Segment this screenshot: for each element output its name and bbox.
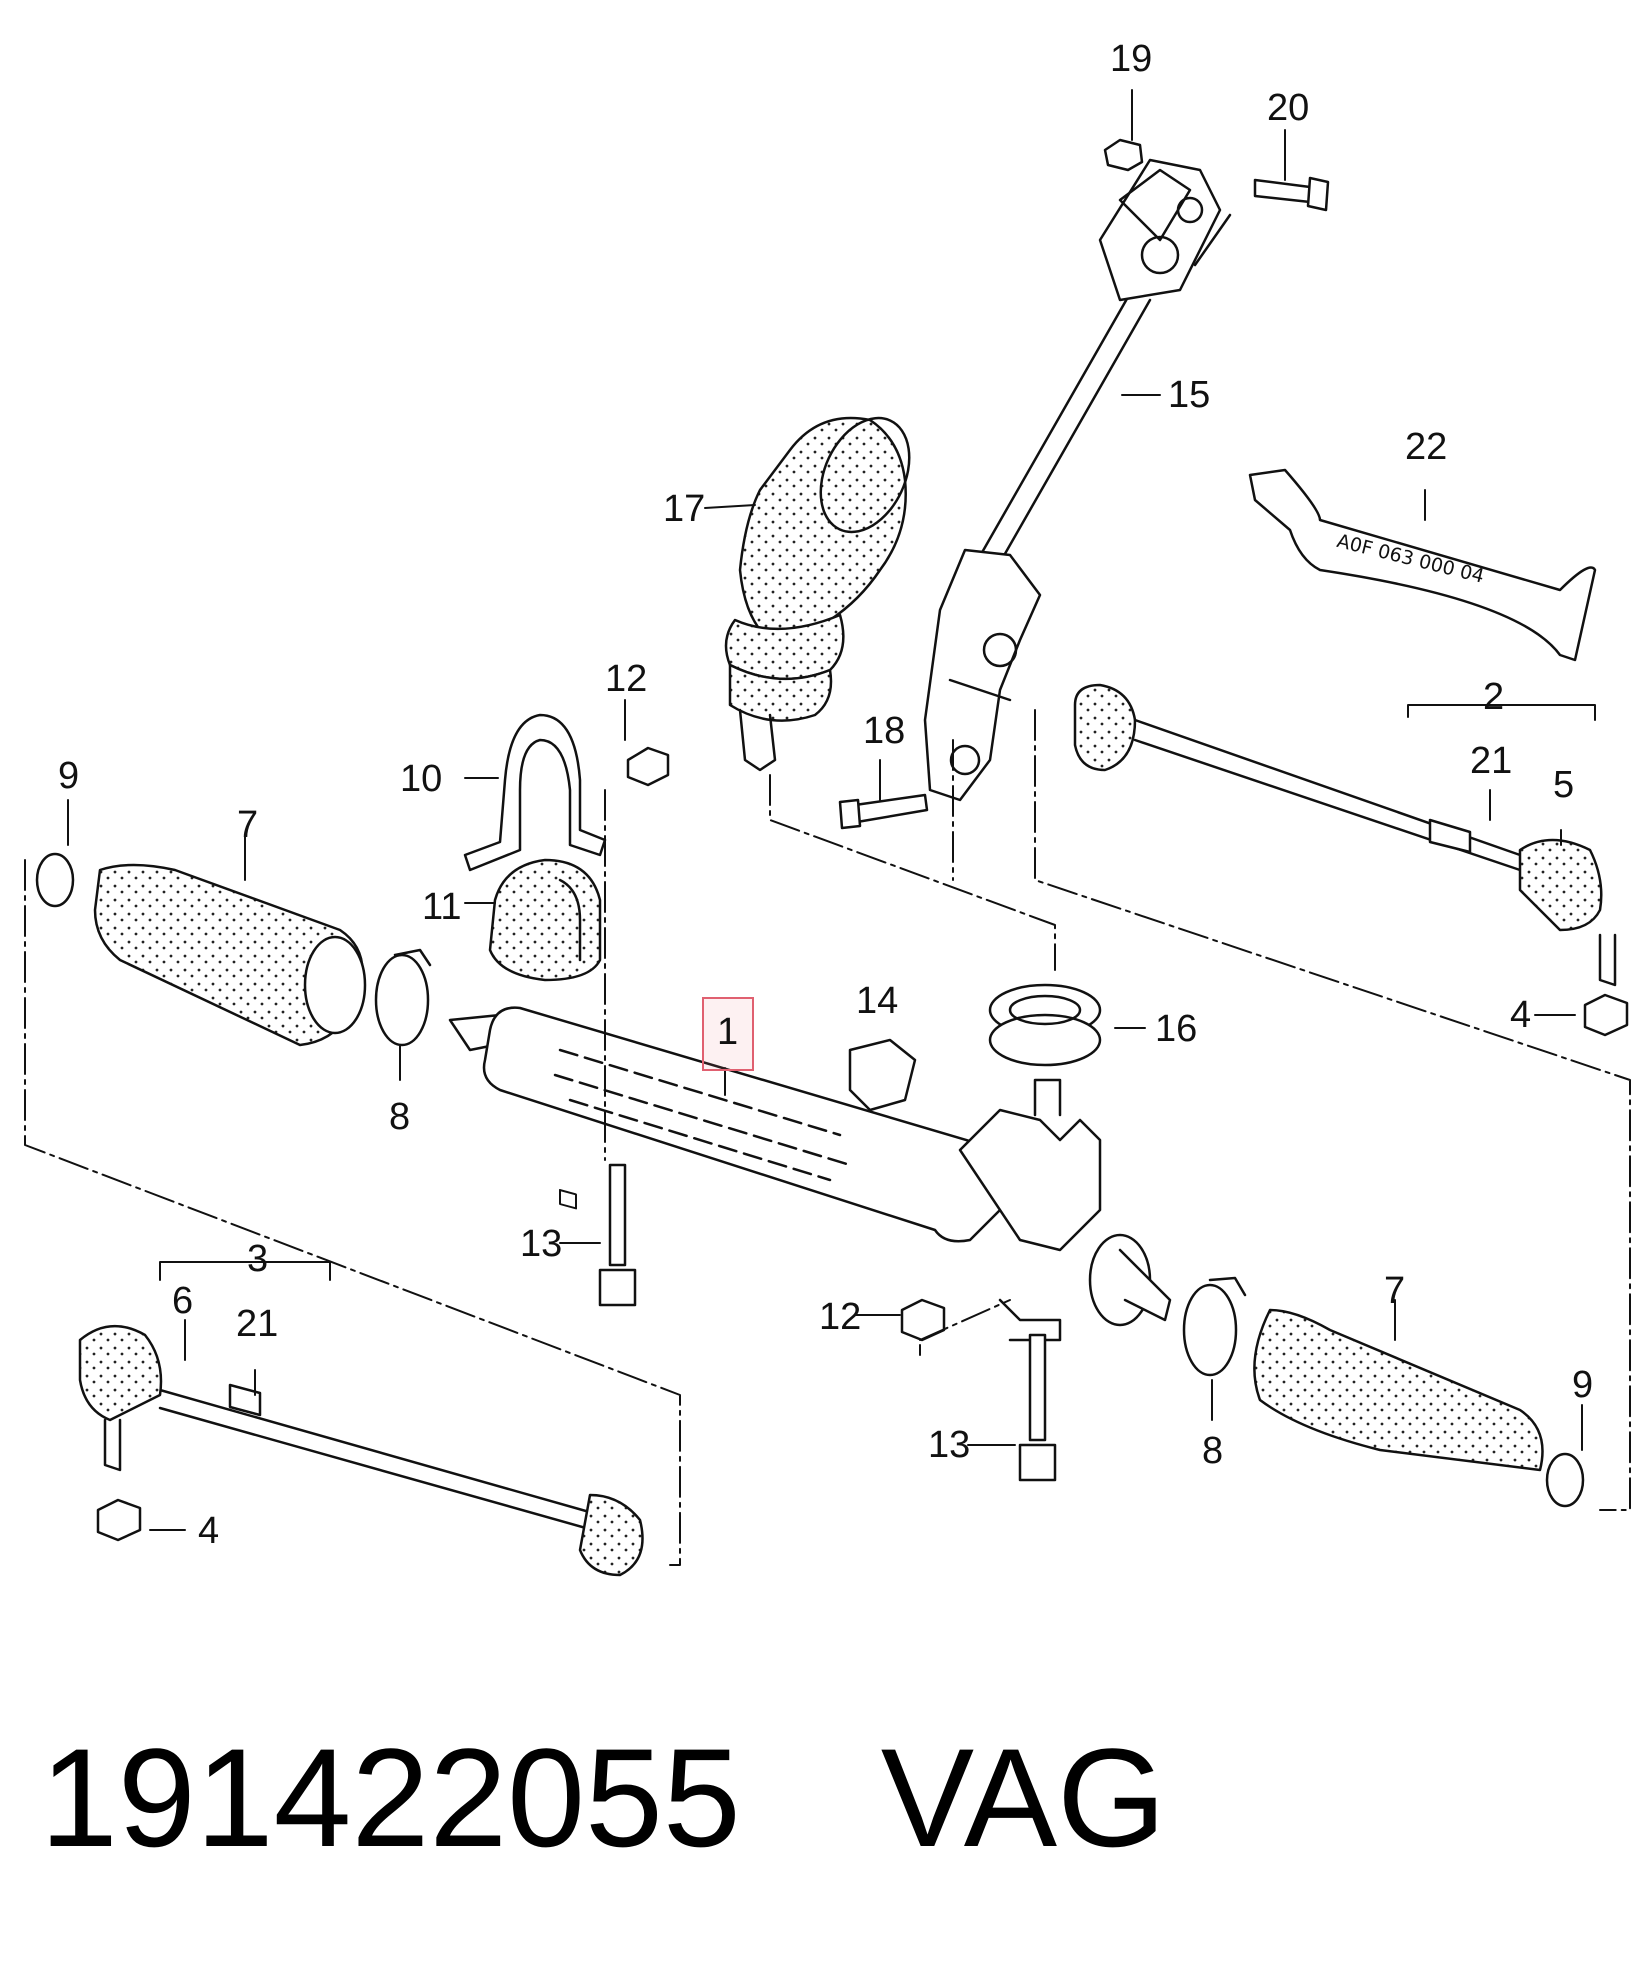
nut-19 bbox=[1103, 138, 1144, 172]
flange-nut-12-upper bbox=[626, 746, 670, 787]
rubber-bushing-11 bbox=[488, 858, 602, 982]
bolt-13-lower bbox=[1018, 1333, 1057, 1482]
callout-9-right: 9 bbox=[1572, 1364, 1594, 1406]
callout-7-right: 7 bbox=[1384, 1270, 1406, 1312]
callout-16: 16 bbox=[1155, 1008, 1198, 1050]
tie-rod-2-right bbox=[1073, 683, 1522, 872]
callout-14: 14 bbox=[856, 980, 899, 1022]
grease-tube-22 bbox=[1248, 468, 1597, 662]
bellows-7-right bbox=[1253, 1308, 1585, 1508]
upper-steering-shaft bbox=[970, 158, 1232, 582]
callout-12-lower: 12 bbox=[819, 1296, 862, 1338]
callout-22: 22 bbox=[1405, 426, 1448, 468]
callout-13-lower: 13 bbox=[928, 1424, 971, 1466]
cover-boot-17 bbox=[724, 416, 911, 772]
callout-4-right: 4 bbox=[1510, 994, 1532, 1036]
callout-20: 20 bbox=[1267, 87, 1310, 129]
callout-21-right: 21 bbox=[1470, 740, 1513, 782]
callout-7-left: 7 bbox=[237, 804, 259, 846]
mounting-clamp-10 bbox=[463, 713, 607, 872]
callout-21-left: 21 bbox=[236, 1303, 279, 1345]
callout-8-right: 8 bbox=[1202, 1430, 1224, 1472]
flange-nut-12-lower bbox=[900, 1298, 946, 1342]
part-number: 191422055 bbox=[40, 1719, 741, 1876]
callout-17: 17 bbox=[663, 488, 706, 530]
callout-2: 2 bbox=[1483, 676, 1505, 718]
callout-10: 10 bbox=[400, 758, 443, 800]
leader-lines bbox=[67, 89, 1596, 1531]
clip-14 bbox=[848, 1038, 917, 1112]
tie-rod-end-5 bbox=[1518, 838, 1617, 987]
callout-6: 6 bbox=[172, 1280, 194, 1322]
callout-18: 18 bbox=[863, 710, 906, 752]
highlight-box-part-1 bbox=[702, 997, 754, 1071]
tie-rod-end-6 bbox=[78, 1324, 163, 1472]
brand-name: VAG bbox=[880, 1719, 1167, 1876]
callout-5: 5 bbox=[1553, 764, 1575, 806]
bolt-13-upper bbox=[598, 1163, 637, 1307]
rack-housing-1 bbox=[448, 1006, 1172, 1342]
callout-19: 19 bbox=[1110, 38, 1153, 80]
bellows-7-left bbox=[35, 852, 367, 1047]
bolt-20 bbox=[1253, 176, 1330, 212]
bolt-18 bbox=[838, 793, 929, 830]
clamp-8-left bbox=[374, 948, 432, 1047]
lower-universal-joint bbox=[923, 548, 1042, 802]
callout-4-left: 4 bbox=[198, 1510, 220, 1552]
callout-3: 3 bbox=[247, 1238, 269, 1280]
callout-1: 1 bbox=[717, 1011, 739, 1053]
clamp-8-right bbox=[1182, 1276, 1247, 1377]
nut-4-right bbox=[1583, 993, 1629, 1037]
callout-9-left: 9 bbox=[58, 755, 80, 797]
seal-16 bbox=[988, 983, 1102, 1067]
callout-12-upper: 12 bbox=[605, 658, 648, 700]
callout-15: 15 bbox=[1168, 374, 1211, 416]
callout-11: 11 bbox=[422, 886, 462, 928]
assembly-lines bbox=[24, 709, 1631, 1566]
callout-8-left: 8 bbox=[389, 1096, 411, 1138]
callout-13-upper: 13 bbox=[520, 1223, 563, 1265]
tie-rod-3-left bbox=[158, 1383, 644, 1577]
nut-4-left bbox=[96, 1498, 142, 1542]
